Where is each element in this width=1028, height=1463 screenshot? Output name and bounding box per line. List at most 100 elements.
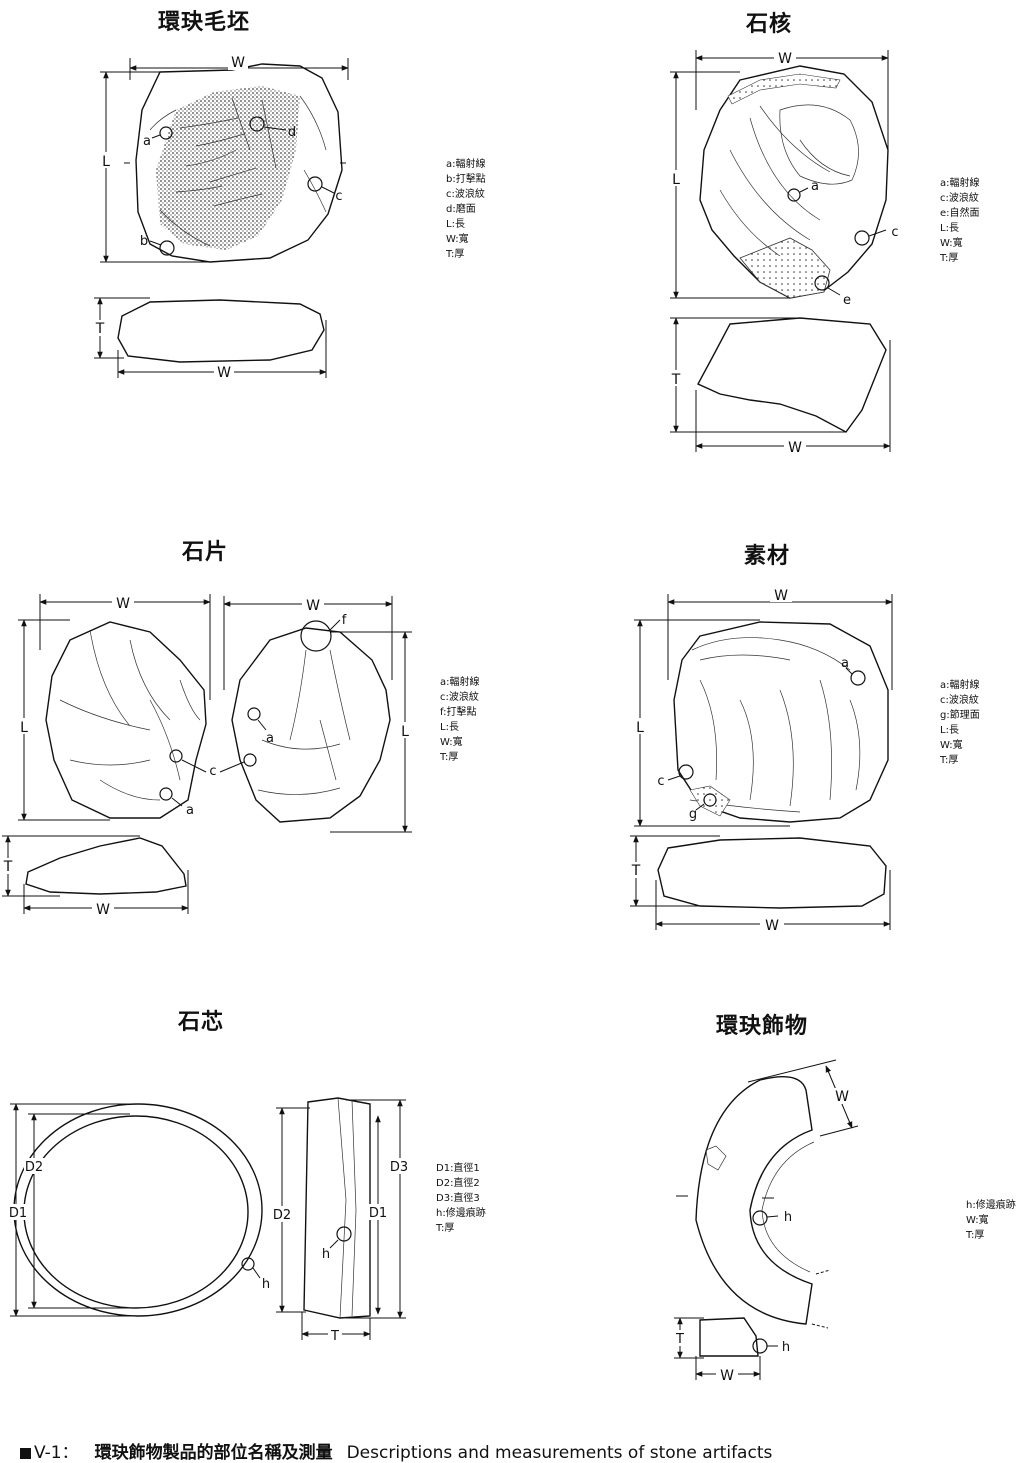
core-label-c: c	[891, 225, 898, 240]
legend-item: L:長	[440, 722, 459, 733]
flake-leader	[181, 759, 207, 773]
core-panel: W L a c e T W	[668, 50, 899, 456]
blank-leader	[263, 126, 287, 131]
disc-label-d2: D2	[25, 1160, 43, 1175]
legend-item: W:寬	[940, 740, 963, 751]
ornament-tick	[815, 1269, 831, 1275]
label-bg	[834, 1088, 850, 1104]
disc-callout-h-side	[336, 1226, 352, 1242]
flake-panel: W W L L f a c a T W	[1, 594, 413, 918]
legend-item: W:寬	[440, 737, 463, 748]
material-leader	[695, 803, 705, 811]
title-flake: 石片	[182, 540, 229, 565]
blank-label-w-bottom: W	[217, 365, 231, 381]
flake-label-a2: a	[266, 731, 274, 746]
label-bg	[770, 586, 792, 602]
flake-label-l-left: L	[20, 720, 28, 736]
legend-item: T:厚	[940, 253, 959, 264]
blank-label-b: b	[140, 234, 148, 249]
legend-ornament: h:修邊痕跡 W:寬 T:厚	[966, 1198, 1016, 1243]
flake-callout-c-left	[169, 749, 183, 763]
disc-label-d2b: D2	[273, 1208, 291, 1223]
blank-side-view	[117, 299, 325, 363]
material-label-w-bottom: W	[765, 918, 779, 934]
flake-label-l-right: L	[401, 724, 409, 740]
core-callout-c	[854, 230, 870, 246]
legend-item: a:輻射線	[940, 680, 980, 691]
material-callout-c	[678, 764, 694, 780]
core-leader	[799, 187, 809, 193]
ornament-side-view	[699, 1317, 759, 1357]
title-disc: 石芯	[178, 1010, 225, 1035]
flake-label-c: c	[209, 764, 216, 779]
flake-dorsal-outline	[45, 621, 207, 819]
legend-item: T:厚	[446, 249, 465, 260]
core-label-w-bottom: W	[788, 440, 802, 456]
core-leader	[868, 229, 887, 237]
legend-core: a:輻射線 c:波浪紋 e:自然面 L:長 W:寬 T:厚	[940, 176, 980, 266]
core-leader	[827, 287, 841, 296]
label-bg	[228, 54, 248, 70]
flake-label-f: f	[342, 613, 347, 628]
legend-item: L:長	[940, 725, 959, 736]
core-label-l: L	[672, 172, 680, 188]
label-bg	[93, 320, 107, 336]
material-leader	[667, 775, 681, 781]
material-panel: W L a c g T W	[629, 586, 893, 934]
flake-leader	[257, 719, 267, 731]
core-label-e: e	[843, 293, 851, 308]
blank-panel: W L a b c d T W	[93, 54, 349, 381]
flake-label-w-right: W	[306, 598, 320, 614]
ornament-label-h1: h	[784, 1210, 792, 1225]
legend-item: T:厚	[966, 1230, 985, 1241]
flake-ventral-lines	[257, 649, 351, 795]
legend-item: d:磨面	[446, 204, 476, 215]
flake-side-view	[25, 837, 187, 895]
ornament-chip	[705, 1145, 727, 1171]
legend-item: W:寬	[940, 238, 963, 249]
disc-side-inner-line	[337, 1097, 357, 1319]
flake-callout-a1	[159, 787, 173, 801]
title-material: 素材	[744, 544, 791, 569]
legend-item: f:打擊點	[440, 707, 477, 718]
blank-leader	[321, 186, 335, 194]
flake-label-w-bottom: W	[96, 902, 110, 918]
blank-radial-lines	[175, 97, 277, 207]
blank-ground-surface	[156, 86, 300, 250]
disc-callout-h	[241, 1257, 255, 1271]
blank-label-t: T	[95, 321, 105, 337]
label-bg	[302, 596, 324, 612]
material-outline	[673, 621, 889, 823]
legend-item: c:波浪紋	[940, 695, 979, 706]
ornament-callout-h	[752, 1210, 768, 1226]
flake-label-a1: a	[186, 803, 194, 818]
label-bg	[8, 1204, 28, 1220]
disc-leader	[252, 1267, 261, 1279]
material-label-c: c	[657, 774, 664, 789]
material-label-a: a	[841, 656, 849, 671]
legend-item: a:輻射線	[940, 178, 980, 189]
flake-label-w-left: W	[116, 596, 130, 612]
blank-callout-a	[159, 126, 173, 140]
label-bg	[328, 1326, 342, 1342]
legend-item: a:輻射線	[446, 159, 486, 170]
ornament-label-w-bottom: W	[720, 1368, 734, 1384]
label-bg	[760, 916, 784, 932]
legend-item: a:輻射線	[440, 677, 480, 688]
ornament-inner-edge	[761, 1141, 815, 1273]
legend-item: W:寬	[966, 1215, 989, 1226]
blank-callout-b	[159, 240, 175, 256]
label-bg	[24, 1158, 44, 1174]
material-callout-a	[850, 670, 866, 686]
legend-item: W:寬	[446, 234, 469, 245]
legend-item: b:打擊點	[446, 174, 486, 185]
legend-item: D2:直徑2	[436, 1178, 480, 1189]
label-bg	[774, 50, 796, 66]
flake-leader	[171, 797, 183, 807]
label-bg	[368, 1204, 388, 1220]
ornament-ring-arc	[695, 1076, 813, 1325]
label-bg	[397, 722, 413, 738]
legend-item: D1:直徑1	[436, 1163, 480, 1174]
material-label-l: L	[636, 720, 644, 736]
legend-item: c:波浪紋	[940, 193, 979, 204]
